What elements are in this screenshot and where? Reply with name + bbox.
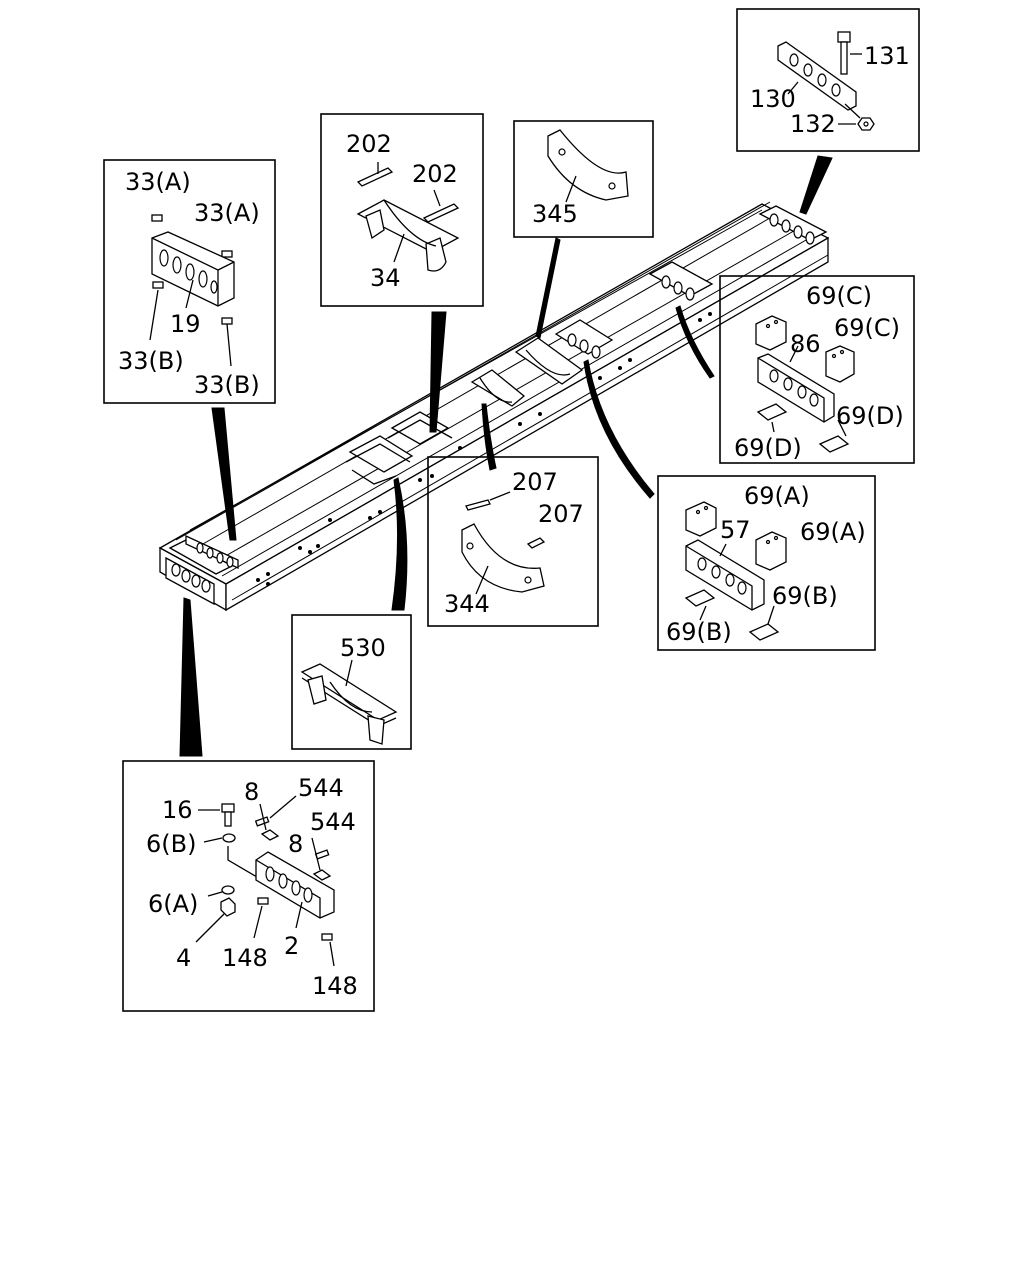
leader-wedges — [179, 155, 833, 757]
callout-box-530: 530 — [291, 614, 412, 750]
callout-label: 6(B) — [146, 830, 196, 858]
callout-label: 530 — [340, 634, 386, 662]
callout-label: 33(A) — [194, 199, 260, 227]
callout-label: 69(B) — [772, 582, 838, 610]
callout-box-57: 69(A) 57 69(A) 69(B) 69(B) — [657, 475, 876, 651]
callout-label: 345 — [532, 200, 578, 228]
callout-label: 34 — [370, 264, 401, 292]
callout-label: 344 — [444, 590, 490, 618]
callout-label: 69(C) — [834, 314, 900, 342]
callout-box-86: 69(C) 86 69(C) 69(D) 69(D) — [719, 275, 915, 464]
callout-label: 207 — [512, 468, 558, 496]
callout-label: 69(A) — [744, 482, 810, 510]
callout-label: 19 — [170, 310, 201, 338]
callout-label: 544 — [310, 808, 356, 836]
callout-label: 148 — [312, 972, 358, 1000]
callout-label: 202 — [346, 130, 392, 158]
callout-label: 2 — [284, 932, 299, 960]
callout-label: 33(B) — [118, 347, 184, 375]
callout-label: 69(D) — [734, 434, 802, 462]
callout-box-19: 33(A) 33(A) 19 33(B) 33(B) — [103, 159, 276, 404]
callout-label: 8 — [244, 778, 259, 806]
callout-label: 148 — [222, 944, 268, 972]
callout-label: 69(B) — [666, 618, 732, 646]
callout-label: 69(D) — [836, 402, 904, 430]
callout-label: 4 — [176, 944, 191, 972]
callout-label: 130 — [750, 85, 796, 113]
callout-label: 207 — [538, 500, 584, 528]
callout-label: 33(A) — [125, 168, 191, 196]
callout-box-130: 131 130 132 — [736, 8, 920, 152]
callout-label: 202 — [412, 160, 458, 188]
callout-label: 16 — [162, 796, 193, 824]
callout-box-344: 207 207 344 — [427, 456, 599, 627]
callout-label: 131 — [864, 42, 910, 70]
callout-label: 6(A) — [148, 890, 198, 918]
chassis-frame — [158, 201, 830, 612]
callout-box-345: 345 — [513, 120, 654, 238]
callout-box-2: 16 8 544 6(B) 544 8 6(A) 4 148 2 148 — [122, 760, 375, 1012]
callout-label: 69(C) — [806, 282, 872, 310]
callout-label: 86 — [790, 330, 821, 358]
callout-label: 69(A) — [800, 518, 866, 546]
callout-label: 57 — [720, 516, 751, 544]
callout-label: 544 — [298, 774, 344, 802]
callout-label: 132 — [790, 110, 836, 138]
callout-box-34: 202 202 34 — [320, 113, 484, 307]
callout-label: 8 — [288, 830, 303, 858]
callout-label: 33(B) — [194, 371, 260, 399]
